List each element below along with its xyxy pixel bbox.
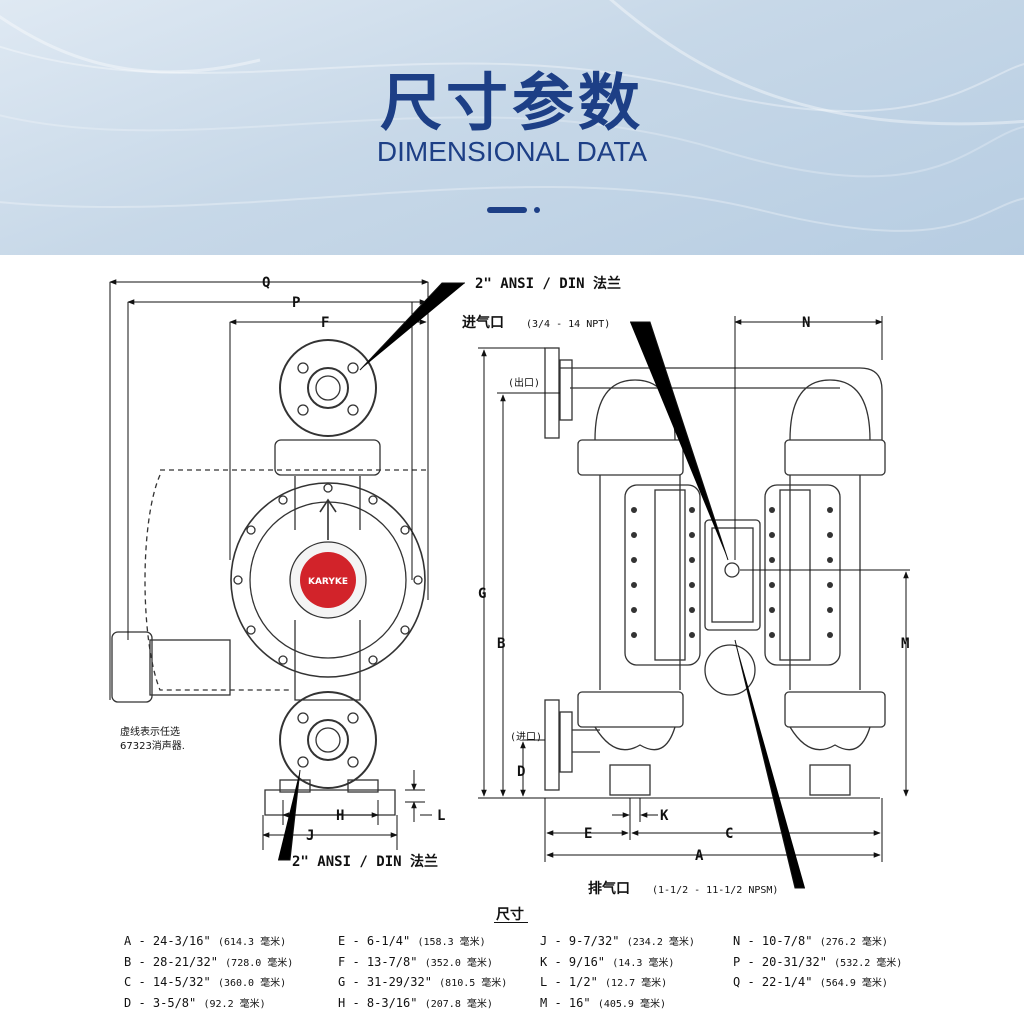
- dim-label-n: N: [802, 315, 810, 331]
- outlet-label: (出口): [508, 376, 540, 389]
- header-background-waves: [0, 0, 1024, 232]
- dimension-row-a: A - 24-3/16" (614.3 毫米): [124, 934, 287, 948]
- exhaust-spec: (1-1/2 - 11-1/2 NPSM): [652, 885, 778, 896]
- dim-label-g: G: [478, 586, 486, 602]
- dimension-table-title: 尺寸: [496, 907, 524, 923]
- dim-label-b: B: [497, 636, 505, 652]
- brand-logo-text: KARYKE: [308, 577, 348, 587]
- dimension-table-title-underline: [494, 922, 528, 923]
- dimension-row-b: B - 28-21/32" (728.0 毫米): [124, 954, 294, 969]
- side-view-bolts: [631, 507, 833, 638]
- title-divider-bar: [487, 207, 527, 213]
- housing-bolts: [233, 483, 423, 665]
- dimension-row-d: D - 3-5/8" (92.2 毫米): [124, 995, 266, 1010]
- side-view: [544, 347, 886, 796]
- dimension-row-e: E - 6-1/4" (158.3 毫米): [338, 934, 486, 948]
- exhaust-label: 排气口: [588, 880, 630, 897]
- dim-label-c: C: [725, 826, 733, 842]
- flange-bottom-label: 2" ANSI / DIN 法兰: [292, 853, 438, 870]
- dimension-row-n: N - 10-7/8" (276.2 毫米): [733, 934, 888, 948]
- front-view-dimensions: [109, 279, 465, 861]
- page-title: 尺寸参数: [379, 66, 644, 139]
- dim-label-d: D: [517, 764, 525, 780]
- dimension-row-j: J - 9-7/32" (234.2 毫米): [540, 934, 695, 948]
- dim-label-f: F: [321, 315, 329, 331]
- dimension-row-f: F - 13-7/8" (352.0 毫米): [338, 954, 493, 969]
- flange-top-label: 2" ANSI / DIN 法兰: [475, 275, 621, 292]
- dim-label-q: Q: [262, 275, 270, 291]
- page-subtitle: DIMENSIONAL DATA: [376, 136, 648, 167]
- brand-logo-badge: [300, 552, 356, 608]
- dimension-row-g: G - 31-29/32" (810.5 毫米): [338, 975, 508, 989]
- muffler-note-line2: 67323消声器.: [120, 739, 185, 752]
- muffler-note-line1: 虚线表示任选: [120, 725, 180, 738]
- title-divider-dot: [534, 207, 540, 213]
- dimension-row-l: L - 1/2" (12.7 毫米): [540, 975, 668, 989]
- dim-label-k: K: [660, 808, 669, 824]
- dimension-row-h: H - 8-3/16" (207.8 毫米): [338, 995, 493, 1010]
- dimension-column-2: E - 6-1/4" (158.3 毫米) F - 13-7/8" (352.0…: [338, 932, 507, 1014]
- inlet-label: (进口): [510, 731, 542, 743]
- dim-label-m: M: [901, 636, 909, 652]
- dim-label-a: A: [695, 848, 704, 864]
- dim-label-j: J: [306, 828, 314, 844]
- dimension-row-m: M - 16" (405.9 毫米): [540, 995, 666, 1010]
- dimension-column-4: N - 10-7/8" (276.2 毫米) P - 20-31/32" (53…: [733, 932, 902, 994]
- dim-label-l: L: [437, 808, 445, 824]
- dimension-row-p: P - 20-31/32" (532.2 毫米): [733, 954, 903, 969]
- air-inlet-label: 进气口: [462, 314, 504, 331]
- dimension-column-1: A - 24-3/16" (614.3 毫米) B - 28-21/32" (7…: [124, 932, 293, 1014]
- air-inlet-spec: (3/4 - 14 NPT): [526, 319, 610, 330]
- dimension-row-q: Q - 22-1/4" (564.9 毫米): [733, 975, 888, 989]
- side-view-dimensions: [478, 316, 910, 889]
- dim-label-h: H: [336, 808, 344, 824]
- header-banner: 尺寸参数 DIMENSIONAL DATA: [0, 0, 1024, 255]
- dimension-row-c: C - 14-5/32" (360.0 毫米): [124, 975, 287, 989]
- dimension-row-k: K - 9/16" (14.3 毫米): [540, 954, 675, 969]
- dimension-column-3: J - 9-7/32" (234.2 毫米) K - 9/16" (14.3 毫…: [540, 932, 695, 1014]
- dim-label-e: E: [584, 826, 592, 842]
- dim-label-p: P: [292, 295, 300, 311]
